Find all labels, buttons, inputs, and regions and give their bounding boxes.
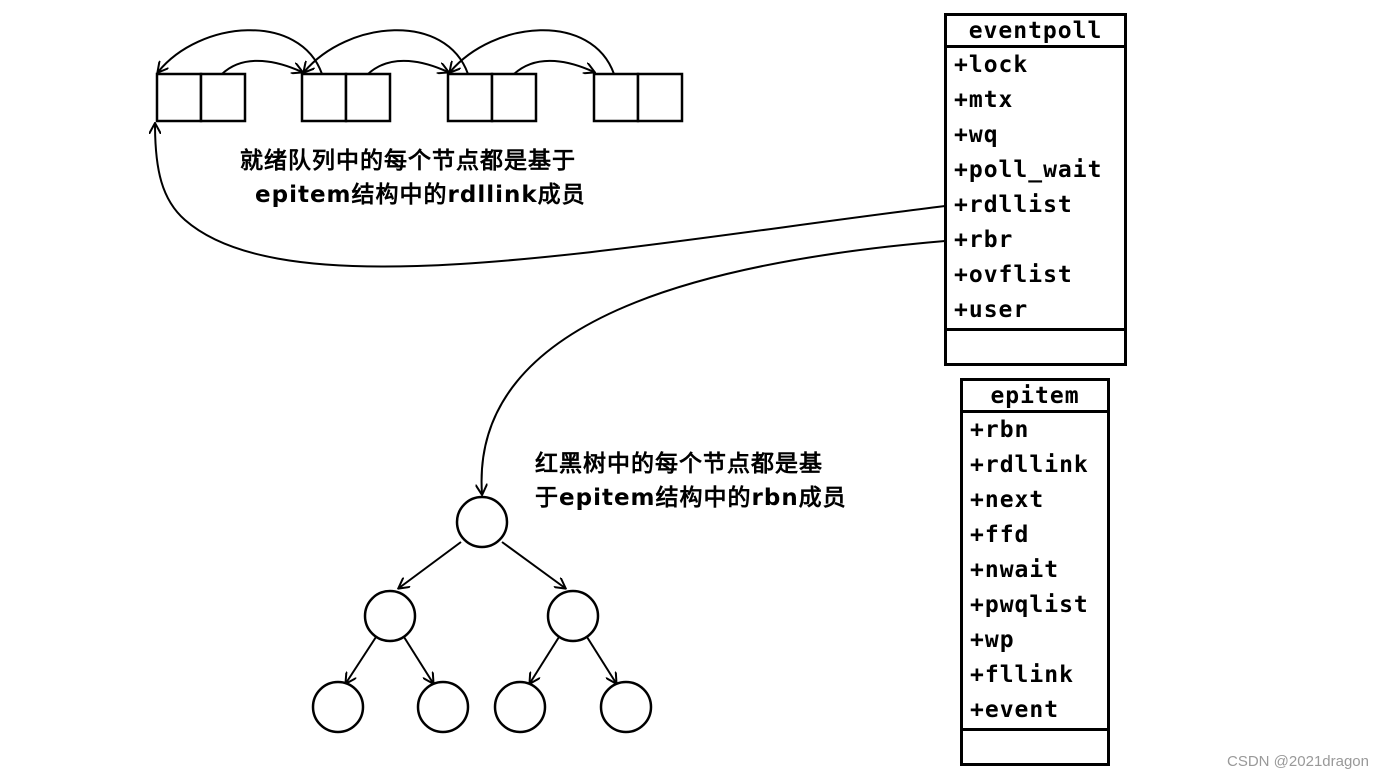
epitem-field-fllink: +fllink bbox=[970, 662, 1074, 688]
next-arrow-1-2 bbox=[221, 59, 302, 75]
eventpoll-struct: eventpoll +lock +mtx +wq +poll_wait +rdl… bbox=[944, 13, 1127, 366]
tree-edge-root-right bbox=[501, 541, 565, 588]
epitem-field-rdllink: +rdllink bbox=[970, 452, 1089, 478]
tree-node-left-right bbox=[416, 680, 470, 734]
eventpoll-field-mtx: +mtx bbox=[954, 87, 1014, 113]
tree-node-right bbox=[546, 589, 600, 643]
tree-node-left bbox=[363, 589, 417, 643]
ready-queue bbox=[155, 72, 684, 123]
epitem-fields: +rbn +rdllink +next +ffd +nwait +pwqlist… bbox=[963, 413, 1107, 731]
epitem-field-nwait: +nwait bbox=[970, 557, 1060, 583]
watermark: CSDN @2021dragon bbox=[1227, 753, 1369, 770]
next-arrow-3-4 bbox=[513, 59, 594, 75]
eventpoll-methods-section bbox=[947, 331, 1124, 363]
tree-edge-right-rl bbox=[530, 636, 560, 683]
list-node-1 bbox=[155, 72, 247, 123]
next-arrow-2-3 bbox=[367, 59, 448, 75]
tree-node-right-left bbox=[493, 680, 547, 734]
epitem-methods-section bbox=[963, 731, 1107, 763]
rbtree-caption-line2: 于epitem结构中的rbn成员 bbox=[535, 485, 847, 511]
list-node-2 bbox=[300, 72, 392, 123]
eventpoll-field-rdllist: +rdllist bbox=[954, 192, 1073, 218]
prev-arrow-4-3 bbox=[450, 29, 615, 74]
eventpoll-field-user: +user bbox=[954, 297, 1029, 323]
eventpoll-title: eventpoll bbox=[947, 16, 1124, 48]
ready-queue-caption-line1: 就绪队列中的每个节点都是基于 bbox=[240, 148, 576, 174]
rbr-pointer-arrow bbox=[482, 240, 946, 494]
tree-node-right-right bbox=[599, 680, 653, 734]
prev-arrow-2-1 bbox=[158, 29, 323, 74]
tree-edge-left-lr bbox=[403, 636, 433, 683]
prev-arrow-3-2 bbox=[304, 29, 469, 74]
ready-queue-caption-line2: epitem结构中的rdllink成员 bbox=[255, 182, 586, 208]
epitem-field-pwqlist: +pwqlist bbox=[970, 592, 1089, 618]
epitem-field-next: +next bbox=[970, 487, 1045, 513]
epitem-field-event: +event bbox=[970, 697, 1060, 723]
epitem-field-ffd: +ffd bbox=[970, 522, 1030, 548]
list-node-3 bbox=[446, 72, 538, 123]
rbtree-caption: 红黑树中的每个节点都是基 于epitem结构中的rbn成员 bbox=[535, 447, 847, 515]
tree-node-root bbox=[455, 495, 509, 549]
eventpoll-field-lock: +lock bbox=[954, 52, 1029, 78]
rdllist-pointer-arrow bbox=[155, 124, 946, 268]
tree-edge-left-ll bbox=[346, 636, 377, 683]
epitem-struct: epitem +rbn +rdllink +next +ffd +nwait +… bbox=[960, 378, 1110, 766]
rbtree-caption-line1: 红黑树中的每个节点都是基 bbox=[535, 451, 823, 477]
epitem-title: epitem bbox=[963, 381, 1107, 413]
eventpoll-field-poll-wait: +poll_wait bbox=[954, 157, 1103, 183]
eventpoll-field-rbr: +rbr bbox=[954, 227, 1014, 253]
tree-node-left-left bbox=[311, 680, 365, 734]
eventpoll-field-wq: +wq bbox=[954, 122, 999, 148]
eventpoll-fields: +lock +mtx +wq +poll_wait +rdllist +rbr … bbox=[947, 48, 1124, 331]
red-black-tree bbox=[311, 495, 653, 734]
eventpoll-field-ovflist: +ovflist bbox=[954, 262, 1073, 288]
epitem-field-rbn: +rbn bbox=[970, 417, 1030, 443]
epitem-field-wp: +wp bbox=[970, 627, 1015, 653]
tree-edge-root-left bbox=[399, 541, 462, 588]
tree-edge-right-rr bbox=[586, 636, 616, 683]
list-node-4 bbox=[592, 72, 684, 123]
ready-queue-caption: 就绪队列中的每个节点都是基于 epitem结构中的rdllink成员 bbox=[240, 144, 586, 212]
